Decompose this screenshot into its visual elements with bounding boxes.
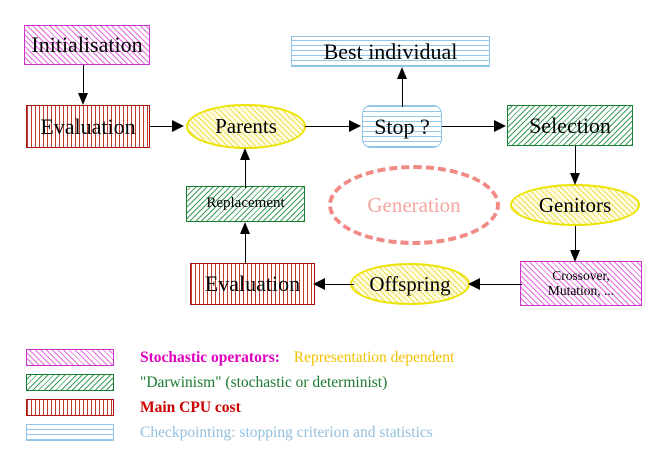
arrow-genitors-to-crossover	[570, 226, 580, 264]
legend-label-stochastic-operators: Stochastic operators: Representation dep…	[140, 349, 454, 367]
node-crossover-mutation[interactable]: Crossover, Mutation, ...	[520, 261, 642, 306]
arrow-parents-to-stop	[305, 120, 364, 132]
node-initialisation-label: Initialisation	[31, 32, 143, 58]
legend-text-primary: Stochastic operators:	[140, 348, 280, 366]
legend-text-primary: Main CPU cost	[140, 398, 241, 416]
node-selection[interactable]: Selection	[507, 105, 633, 146]
legend-text-primary: Checkpointing: stopping criterion and st…	[140, 423, 433, 441]
arrow-stop-to-best-individual	[397, 67, 407, 107]
legend-text-primary: "Darwinism" (stochastic or determinist)	[140, 373, 388, 391]
node-initialisation[interactable]: Initialisation	[24, 25, 150, 65]
node-evaluation-bottom[interactable]: Evaluation	[190, 263, 315, 305]
legend-text-secondary: Representation dependent	[293, 348, 455, 366]
legend-row: Main CPU cost	[26, 395, 646, 420]
node-evaluation-top-label: Evaluation	[40, 113, 136, 139]
node-parents[interactable]: Parents	[186, 104, 306, 149]
node-stop[interactable]: Stop ?	[362, 105, 442, 148]
arrow-evaluation-to-replacement	[240, 222, 250, 264]
arrow-replacement-to-parents	[240, 148, 250, 188]
legend-swatch-cpu-cost-icon	[26, 399, 114, 416]
node-generation-cycle: Generation	[328, 165, 500, 245]
node-crossover-mutation-label: Crossover, Mutation, ...	[547, 268, 615, 298]
legend-row: Stochastic operators: Representation dep…	[26, 345, 646, 370]
legend-label-darwinism: "Darwinism" (stochastic or determinist)	[140, 374, 387, 392]
node-best-individual[interactable]: Best individual	[291, 36, 490, 67]
node-replacement-label: Replacement	[206, 195, 285, 212]
node-stop-label: Stop ?	[374, 113, 430, 139]
arrow-stop-to-selection	[442, 120, 510, 132]
legend-row: "Darwinism" (stochastic or determinist)	[26, 370, 646, 395]
legend-swatch-stochastic-operators-icon	[26, 349, 114, 366]
legend-label-checkpointing: Checkpointing: stopping criterion and st…	[140, 424, 433, 442]
arrow-evaluation-to-parents	[150, 120, 188, 132]
node-generation-label: Generation	[367, 192, 461, 217]
node-evaluation-bottom-label: Evaluation	[204, 271, 301, 297]
legend-row: Checkpointing: stopping criterion and st…	[26, 420, 646, 445]
node-parents-label: Parents	[215, 114, 277, 139]
legend: Stochastic operators: Representation dep…	[26, 345, 646, 445]
arrow-offspring-to-evaluation	[313, 278, 354, 290]
arrow-selection-to-genitors	[570, 146, 580, 186]
node-evaluation-top[interactable]: Evaluation	[26, 105, 150, 148]
arrow-initialisation-to-evaluation	[78, 65, 88, 105]
node-offspring-label: Offspring	[369, 271, 451, 296]
arrow-crossover-to-offspring	[468, 278, 522, 290]
legend-swatch-darwinism-icon	[26, 374, 114, 391]
node-selection-label: Selection	[529, 112, 611, 138]
node-offspring[interactable]: Offspring	[350, 263, 470, 305]
node-genitors[interactable]: Genitors	[510, 184, 640, 226]
node-replacement[interactable]: Replacement	[186, 186, 305, 222]
node-best-individual-label: Best individual	[323, 38, 458, 64]
node-genitors-label: Genitors	[538, 192, 612, 217]
legend-label-cpu-cost: Main CPU cost	[140, 399, 241, 417]
legend-swatch-checkpointing-icon	[26, 424, 114, 441]
